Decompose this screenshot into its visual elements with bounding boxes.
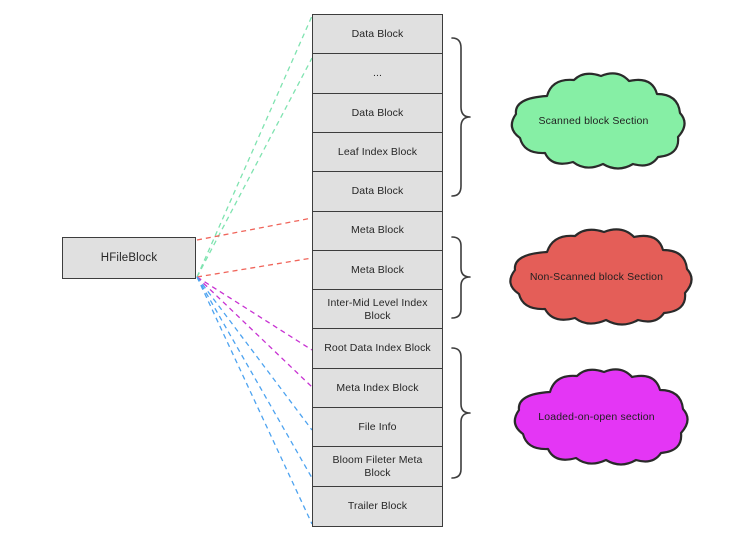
block-inter-mid-level-index[interactable]: Inter-Mid Level Index Block xyxy=(312,289,443,331)
block-inter-mid-level-index-label: Inter-Mid Level Index Block xyxy=(327,296,428,322)
cloud-shape-scanned xyxy=(510,72,686,170)
connector-to-data-block-3 xyxy=(196,57,313,278)
block-ellipsis[interactable]: ... xyxy=(312,53,443,95)
block-trailer-label: Trailer Block xyxy=(347,499,408,512)
connector-to-bloom-meta xyxy=(196,276,313,479)
connector-to-file-info xyxy=(196,276,313,431)
connector-to-meta-index xyxy=(196,276,313,388)
block-data-1-label: Data Block xyxy=(351,27,404,40)
block-meta-1-label: Meta Block xyxy=(351,224,404,237)
cloud-scanned-block-section[interactable]: Scanned block Section xyxy=(500,72,687,172)
block-meta-index[interactable]: Meta Index Block xyxy=(312,367,443,409)
connector-to-meta-block-2 xyxy=(196,257,313,278)
block-data-1[interactable]: Data Block xyxy=(312,14,443,55)
block-leaf-index-label: Leaf Index Block xyxy=(337,145,418,158)
block-root-data-index-label: Root Data Index Block xyxy=(324,342,431,355)
block-file-info[interactable]: File Info xyxy=(312,407,443,448)
brace-non-scanned-block-section xyxy=(451,236,471,319)
connector-to-data-block-1 xyxy=(196,15,313,278)
block-meta-index-label: Meta Index Block xyxy=(336,381,419,394)
connector-to-trailer xyxy=(196,276,313,525)
block-bloom-filter-meta[interactable]: Bloom Fileter Meta Block xyxy=(312,446,443,488)
cloud-shape-non-scanned xyxy=(509,228,693,326)
block-meta-2-label: Meta Block xyxy=(351,263,404,276)
hfileblock-source-box[interactable]: HFileBlock xyxy=(62,237,196,279)
block-data-3-label: Data Block xyxy=(351,185,404,198)
block-data-2[interactable]: Data Block xyxy=(312,92,443,134)
cloud-loaded-on-open-section[interactable]: Loaded-on-open section xyxy=(503,368,690,468)
block-data-3[interactable]: Data Block xyxy=(312,171,443,213)
connector-to-meta-block-1 xyxy=(196,217,313,241)
hfileblock-source-label: HFileBlock xyxy=(100,252,158,264)
brace-scanned-block-section xyxy=(451,37,471,197)
cloud-non-scanned-block-section[interactable]: Non-Scanned block Section xyxy=(498,228,695,328)
cloud-shape-loaded-on-open xyxy=(513,368,689,466)
block-meta-1[interactable]: Meta Block xyxy=(312,210,443,252)
block-trailer[interactable]: Trailer Block xyxy=(312,485,443,527)
block-bloom-filter-meta-label: Bloom Fileter Meta Block xyxy=(332,453,423,479)
block-data-2-label: Data Block xyxy=(351,106,404,119)
block-leaf-index[interactable]: Leaf Index Block xyxy=(312,131,443,173)
brace-loaded-on-open-section xyxy=(451,347,471,479)
connector-to-root-data-index xyxy=(196,276,313,351)
block-file-info-label: File Info xyxy=(358,421,397,434)
block-ellipsis-label: ... xyxy=(372,67,383,80)
block-meta-2[interactable]: Meta Block xyxy=(312,249,443,291)
block-root-data-index[interactable]: Root Data Index Block xyxy=(312,328,443,370)
